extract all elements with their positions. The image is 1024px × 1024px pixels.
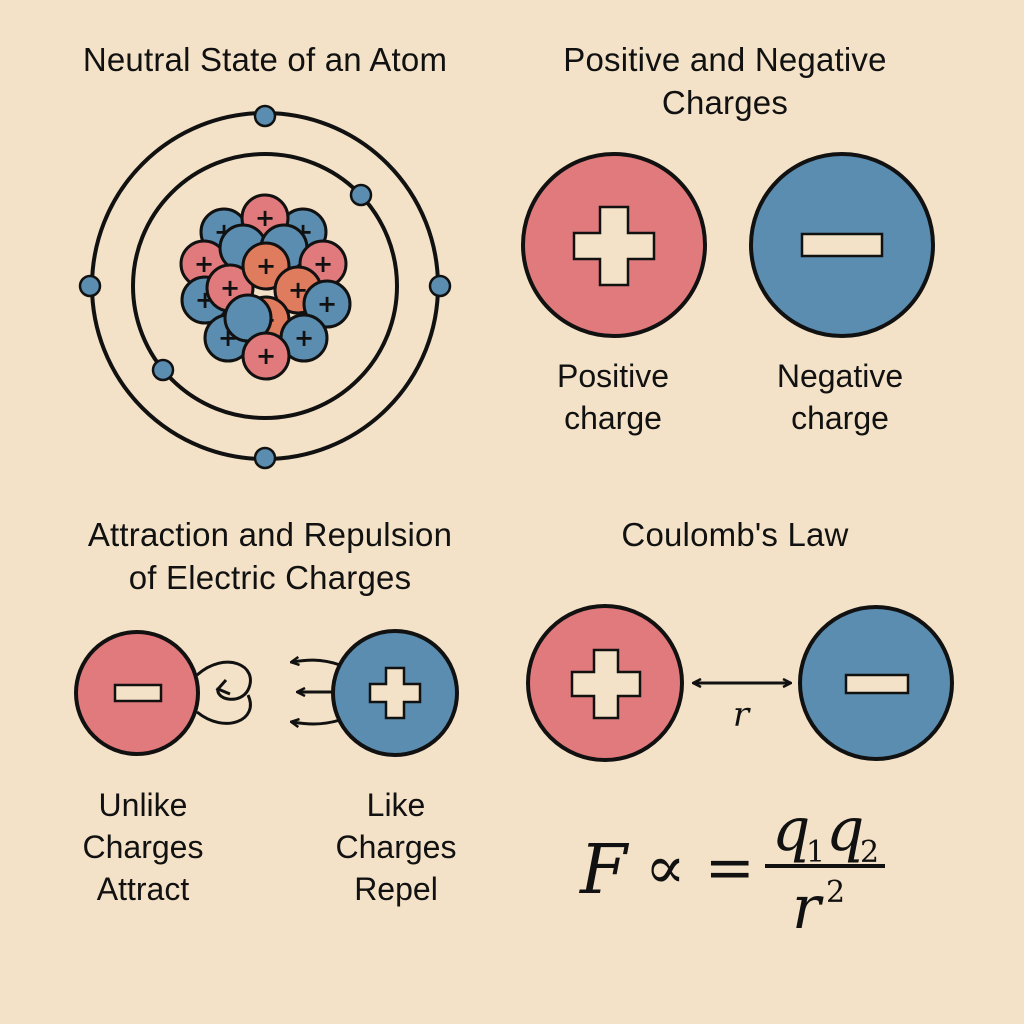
- plus-icon: +: [313, 250, 333, 278]
- formula-force: F: [578, 831, 630, 910]
- unlike-line3: Attract: [96, 871, 190, 907]
- neutron: +: [302, 279, 352, 329]
- like-charges-label: Like Charges Repel: [296, 784, 496, 910]
- atom-diagram: ++++++++++++++: [78, 104, 452, 470]
- negative-label-line2: charge: [791, 400, 889, 436]
- electrons: [78, 104, 452, 470]
- atom-panel-title: Neutral State of an Atom: [82, 41, 448, 78]
- distance-label: r: [733, 695, 751, 735]
- plus-icon: +: [317, 290, 337, 318]
- positive-charge-sphere: [521, 152, 707, 338]
- formula-numerator: q 1 q 2: [772, 795, 879, 870]
- unlike-charge-sphere: [74, 630, 200, 756]
- inner-orbit: [131, 152, 399, 420]
- nucleus: ++++++++++++++: [179, 193, 352, 381]
- minus-icon: [800, 232, 884, 258]
- electron: [253, 104, 277, 128]
- charges-title-line1: Positive and Negative: [563, 41, 887, 78]
- unlike-charges-label: Unlike Charges Attract: [43, 784, 243, 910]
- numerator-q1: q: [772, 795, 810, 865]
- repulsion-arrows: [292, 660, 341, 724]
- unlike-line1: Unlike: [98, 787, 188, 823]
- electron: [151, 358, 175, 382]
- numerator-sub2: 2: [860, 835, 879, 870]
- electron: [349, 183, 373, 207]
- plus-icon: [368, 666, 422, 720]
- attraction-loops: [196, 660, 252, 725]
- like-line3: Repel: [354, 871, 438, 907]
- plus-icon: +: [294, 324, 314, 352]
- numerator-sub1: 1: [806, 835, 825, 870]
- numerator-q2: q: [826, 795, 864, 865]
- plus-icon: +: [220, 274, 240, 302]
- plus-icon: [572, 205, 656, 287]
- proton: +: [241, 331, 291, 381]
- negative-charge-sphere: [749, 152, 935, 338]
- charges-title-line2: Charges: [661, 84, 789, 121]
- plus-icon: +: [256, 342, 276, 370]
- forces-title-line1: Attraction and Repulsion: [87, 516, 453, 553]
- denominator-exp: 2: [826, 875, 845, 910]
- coulomb-negative-sphere: [798, 605, 954, 761]
- plus-icon: +: [255, 204, 275, 232]
- minus-icon: [113, 683, 163, 703]
- electron: [428, 274, 452, 298]
- positive-label-line2: charge: [564, 400, 662, 436]
- like-charge-sphere: [331, 629, 459, 757]
- plus-icon: +: [288, 276, 308, 304]
- minus-icon: [844, 673, 910, 695]
- electron: [253, 446, 277, 470]
- plus-icon: [570, 648, 642, 720]
- like-line2: Charges: [335, 829, 457, 865]
- denominator-r: r: [792, 873, 824, 943]
- coulomb-formula: F ∝ = q 1 q 2 r 2: [578, 795, 885, 943]
- positive-label-line1: Positive: [556, 358, 670, 394]
- coulomb-panel-title: Coulomb's Law: [621, 516, 849, 553]
- negative-charge-label: Negative charge: [740, 355, 940, 439]
- charges-panel-title: Positive and Negative Charges: [500, 38, 950, 124]
- formula-denominator: r 2: [792, 873, 845, 943]
- like-line1: Like: [366, 787, 426, 823]
- unlike-line2: Charges: [82, 829, 204, 865]
- electron: [78, 274, 102, 298]
- forces-title-line2: of Electric Charges: [128, 559, 412, 596]
- neutron: +: [279, 313, 329, 363]
- coulomb-positive-sphere: [526, 604, 684, 762]
- formula-relation: ∝ =: [645, 833, 755, 903]
- positive-charge-label: Positive charge: [513, 355, 713, 439]
- forces-panel-title: Attraction and Repulsion of Electric Cha…: [40, 513, 500, 599]
- negative-label-line1: Negative: [776, 358, 904, 394]
- plus-icon: +: [194, 250, 214, 278]
- plus-icon: +: [256, 252, 276, 280]
